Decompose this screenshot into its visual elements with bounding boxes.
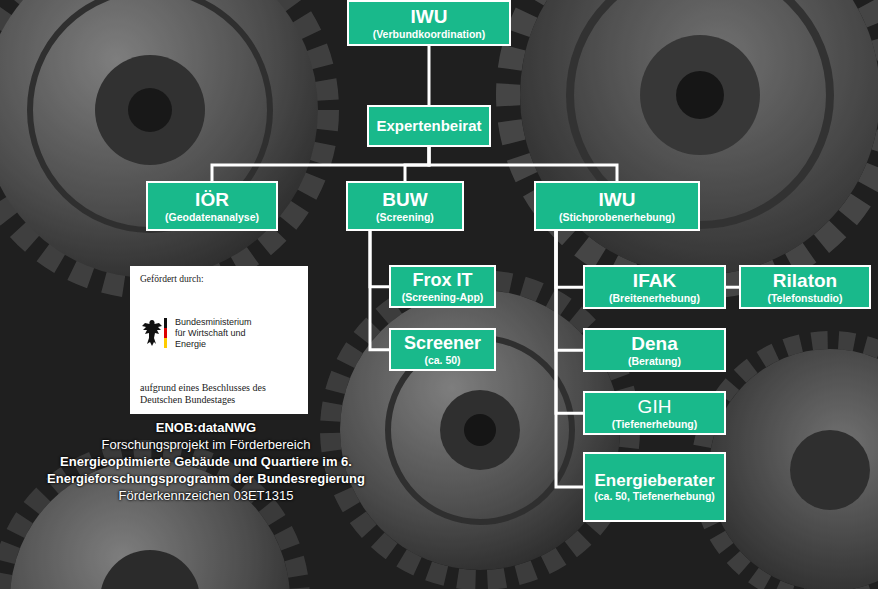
federal-eagle-logo <box>140 316 170 352</box>
project-name: ENOB:dataNWG <box>6 420 406 437</box>
org-box: IÖR(Geodatenanalyse) <box>146 181 278 231</box>
tree-connector <box>556 231 583 413</box>
project-info-line: Förderkennzeichen 03ET1315 <box>6 488 406 505</box>
org-role: (ca. 50, Tiefenerhebung) <box>594 490 715 503</box>
project-info-line: Energieoptimierte Gebäude und Quartiere … <box>6 454 406 488</box>
project-info-line: Forschungsprojekt im Förderbereich <box>6 437 406 454</box>
org-name: Energieberater <box>595 471 715 491</box>
org-role: (Tiefenerhebung) <box>612 418 698 431</box>
tree-connector <box>726 286 739 289</box>
org-name: IFAK <box>633 270 676 292</box>
funding-heading: Gefördert durch: <box>140 274 204 285</box>
org-box: Frox IT(Screening-App) <box>389 265 496 308</box>
org-name: Frox IT <box>412 270 472 291</box>
ministry-row: Bundesministerium für Wirtschaft und Ene… <box>140 316 259 352</box>
org-name: GIH <box>638 396 672 418</box>
org-name: Expertenbeirat <box>376 117 481 134</box>
project-info: ENOB:dataNWGForschungsprojekt im Förderb… <box>6 420 406 504</box>
org-role: (Breitenerhebung) <box>609 292 700 305</box>
org-role: (Screening) <box>376 211 434 224</box>
org-box: Rilaton(Telefonstudio) <box>739 265 871 309</box>
org-box: GIH(Tiefenerhebung) <box>583 391 726 435</box>
org-box: IWU(Stichprobenerhebung) <box>534 181 700 231</box>
org-name: BUW <box>382 189 427 211</box>
org-role: (Telefonstudio) <box>767 292 842 305</box>
org-role: (Stichprobenerhebung) <box>559 211 675 224</box>
org-name: Dena <box>631 333 677 355</box>
org-name: Screener <box>404 333 481 354</box>
tree-connector <box>556 231 583 487</box>
funding-note: aufgrund eines Beschlusses des Deutschen… <box>140 382 298 406</box>
tree-connector <box>370 231 389 287</box>
tree-connector <box>556 231 583 350</box>
tree-connector <box>556 231 583 287</box>
org-box: Energieberater(ca. 50, Tiefenerhebung) <box>583 452 726 522</box>
org-box: Expertenbeirat <box>367 105 491 147</box>
ministry-name: Bundesministerium für Wirtschaft und Ene… <box>175 317 259 351</box>
org-box: Screener(ca. 50) <box>389 328 496 371</box>
org-box: Dena(Beratung) <box>583 328 726 372</box>
org-name: IWU <box>411 6 448 28</box>
org-box: IFAK(Breitenerhebung) <box>583 265 726 309</box>
funding-logo-box: Gefördert durch: Bundesministerium für Wi… <box>130 266 308 414</box>
org-box: IWU(Verbundkoordination) <box>347 0 511 46</box>
tree-connector <box>429 147 617 181</box>
org-name: IÖR <box>195 189 229 211</box>
org-name: Rilaton <box>773 270 837 292</box>
org-role: (Beratung) <box>628 355 681 368</box>
org-box: BUW(Screening) <box>346 181 464 231</box>
org-role: (ca. 50) <box>424 354 460 367</box>
org-role: (Geodatenanalyse) <box>165 211 259 224</box>
org-name: IWU <box>599 189 636 211</box>
tree-connector <box>370 231 389 350</box>
tree-connector <box>428 46 431 105</box>
tree-connector <box>212 147 429 181</box>
tree-connector <box>405 147 429 181</box>
org-role: (Screening-App) <box>402 291 484 304</box>
org-role: (Verbundkoordination) <box>373 28 486 41</box>
